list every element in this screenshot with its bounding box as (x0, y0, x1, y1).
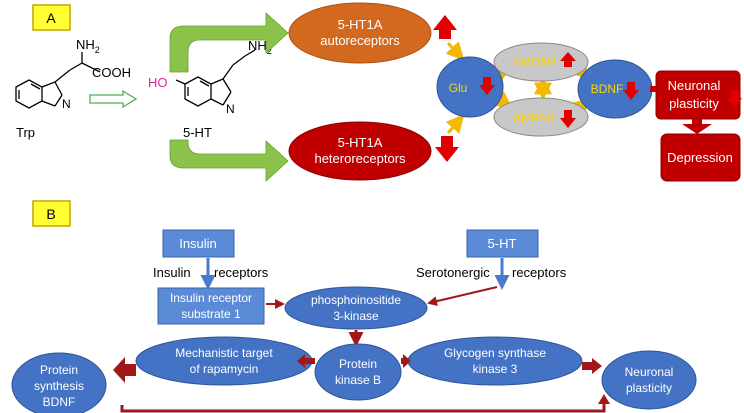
tryptophan-structure (15, 52, 101, 109)
neuronal-plasticity-node-b (601, 350, 697, 410)
pkb-to-gsk3-arrow (401, 354, 411, 368)
pkb-to-mtor-arrow (297, 354, 315, 368)
insulin-label: Insulin (179, 236, 217, 251)
panel-a-label-box (32, 4, 71, 31)
pi3k-label-1: phosphoinositide (311, 293, 401, 307)
autoreceptors-up-arrow (433, 15, 457, 39)
serotonin-label-b: 5-HT (488, 236, 517, 251)
irs1-label-1: Insulin receptor (170, 291, 252, 305)
heteroreceptors-label-1: 5-HT1A (338, 135, 383, 150)
panel-b: B Insulin 5-HT Insulin receptors Seroton… (11, 200, 697, 413)
trp-cooh: COOH (92, 65, 131, 80)
insulin-receptors-label-1: Insulin (153, 265, 191, 280)
serotonin-ho: HO (148, 75, 168, 90)
protein-synthesis-to-plasticity-connector (120, 402, 606, 413)
depression-label: Depression (667, 150, 733, 165)
bdnf-label: BDNF (591, 82, 624, 96)
glu-down-arrow (479, 77, 495, 95)
serotonin-n: N (226, 102, 235, 116)
protein-synthesis-label-2: synthesis (34, 379, 84, 393)
mtor-label-2: of rapamycin (190, 362, 259, 376)
protein-synthesis-node (11, 352, 107, 413)
serotonin-box-b (466, 229, 539, 258)
serotonin-to-pi3k-arrow (427, 286, 498, 307)
serotonin-label: 5-HT (183, 125, 212, 140)
trp-nh2: NH2 (76, 37, 100, 55)
trp-label: Trp (16, 125, 35, 140)
heteroreceptors-node (288, 121, 432, 181)
neuronal-plasticity-b-label-2: plasticity (626, 381, 672, 395)
serotonin-structure (175, 49, 256, 107)
glu-label: Glu (449, 81, 468, 95)
protein-synthesis-label-3: BDNF (43, 395, 76, 409)
panel-a-label: A (46, 10, 56, 26)
gsk3-label-2: kinase 3 (473, 362, 518, 376)
heteroreceptors-label-2: heteroreceptors (314, 151, 406, 166)
irs1-box (157, 287, 265, 325)
plasticity-down-arrow (728, 90, 742, 108)
mtor-label-1: Mechanistic target (175, 346, 273, 360)
serotonergic-receptors-label-2: receptors (512, 265, 567, 280)
heteroreceptors-down-arrow (435, 136, 459, 162)
serotonergic-receptors-label-1: Serotonergic (416, 265, 490, 280)
glu-node (436, 56, 504, 118)
nmdar-up-arrow (560, 52, 576, 67)
depression-box (660, 133, 741, 182)
panel-b-label-box (32, 200, 71, 227)
pkb-node (314, 343, 402, 401)
nmdar-node (493, 42, 589, 82)
trp-to-5ht-arrow (89, 89, 138, 109)
pkb-label-1: Protein (339, 357, 377, 371)
serotonin-nh2: NH2 (248, 38, 272, 56)
ampar-node (493, 97, 589, 137)
protein-synthesis-label-1: Protein (40, 363, 78, 377)
green-arrow-up (169, 12, 289, 73)
mtor-node (135, 336, 313, 386)
plasticity-to-depression-arrow (682, 119, 712, 134)
green-arrow-down (169, 139, 289, 182)
irs1-label-2: substrate 1 (181, 307, 241, 321)
autoreceptors-label-2: autoreceptors (320, 33, 400, 48)
mtor-to-protein-synthesis-arrow (113, 357, 136, 383)
insulin-box (162, 229, 235, 258)
autoreceptors-node (288, 2, 432, 64)
pi3k-label-2: 3-kinase (333, 309, 379, 323)
neuronal-plasticity-label-1: Neuronal (668, 78, 721, 93)
gsk3-to-neuronal-plasticity-arrow (582, 358, 602, 374)
bdnf-down-arrow (623, 82, 639, 100)
insulin-receptors-label-2: receptors (214, 265, 269, 280)
gsk3-label-1: Glycogen synthase (444, 346, 546, 360)
trp-n: N (62, 97, 71, 111)
ampar-down-arrow (560, 110, 576, 128)
gsk3-node (407, 336, 583, 386)
panel-b-label: B (46, 206, 55, 222)
nmdar-label: NMDAR (512, 55, 556, 69)
ampar-label: AMPAR (513, 111, 555, 125)
protein-synthesis-to-plasticity-arrowhead (598, 394, 610, 404)
pi3k-node (284, 286, 428, 330)
panel-a: A NH2 COOH N Trp (15, 2, 742, 182)
pkb-label-2: kinase B (335, 373, 381, 387)
neuronal-plasticity-b-label-1: Neuronal (625, 365, 674, 379)
autoreceptors-label-1: 5-HT1A (338, 17, 383, 32)
neuronal-plasticity-label-2: plasticity (669, 96, 719, 111)
